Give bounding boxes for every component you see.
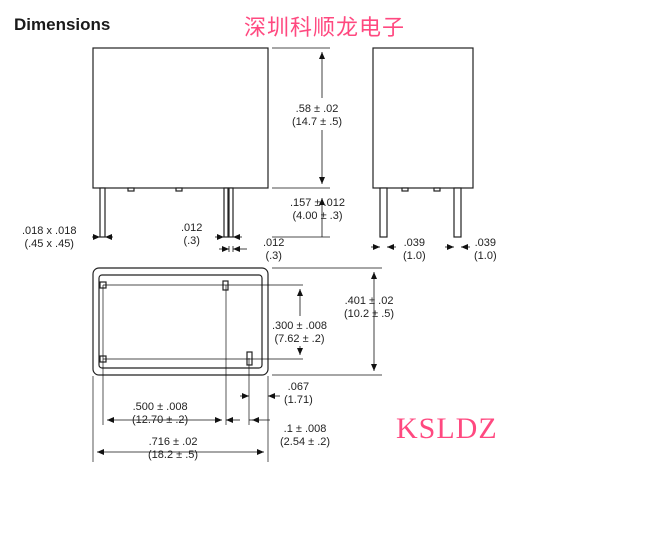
dim-pin-width-a-mm: (.3) (183, 235, 200, 247)
dim-edge-offset: .067 (1.71) (284, 381, 313, 407)
bottom-view-arrows (97, 272, 377, 455)
dim-side-pin-b: .039 (1.0) (474, 237, 497, 263)
dim-depth-in: .401 ± .02 (344, 295, 394, 307)
dim-pin-square: .018 x .018 (.45 x .45) (22, 225, 76, 251)
front-standoff (127, 187, 135, 192)
dim-depth: .401 ± .02 (10.2 ± .5) (344, 295, 394, 321)
bottom-pin-br (246, 351, 253, 366)
dim-pin-square-in: .018 x .018 (22, 225, 77, 237)
dim-pin-gap: .1 ± .008 (2.54 ± .2) (280, 423, 330, 449)
dim-height-in: .58 ± .02 (295, 103, 339, 115)
dim-row-spacing-in: .300 ± .008 (272, 320, 327, 332)
watermark-ksldz: KSLDZ (396, 412, 498, 445)
dim-side-pin-a-in: .039 (403, 237, 426, 249)
dim-pin-gap-mm: (2.54 ± .2) (280, 436, 331, 448)
dim-pin-length-in: .157 ± .012 (290, 197, 345, 209)
watermark-chinese: 深圳科顺龙电子 (244, 16, 406, 41)
dim-pin-width-a: .012 (.3) (181, 222, 202, 248)
pin-width-markers (92, 234, 247, 252)
dim-pin-width-b-mm: (.3) (265, 250, 282, 262)
front-pin-mid-a (223, 187, 229, 238)
side-pin-left (379, 187, 388, 238)
dim-side-pin-a: .039 (1.0) (403, 237, 426, 263)
dim-side-pin-b-in: .039 (474, 237, 497, 249)
bottom-view-lines (92, 267, 382, 462)
dim-side-pin-b-mm: (1.0) (474, 250, 497, 262)
dim-edge-offset-mm: (1.71) (284, 394, 313, 406)
dim-pin-pitch: .500 ± .008 (12.70 ± .2) (132, 401, 188, 427)
front-standoff (175, 187, 183, 192)
side-view (372, 47, 474, 238)
front-pin-mid-b (228, 187, 234, 238)
dim-overall-length-in: .716 ± .02 (148, 436, 198, 448)
dim-pin-pitch-in: .500 ± .008 (132, 401, 188, 413)
front-view (92, 47, 269, 238)
dim-edge-offset-in: .067 (287, 381, 310, 393)
dim-pin-gap-in: .1 ± .008 (283, 423, 327, 435)
bottom-view-inner (98, 274, 263, 369)
side-pin-right (453, 187, 462, 238)
dim-pin-pitch-mm: (12.70 ± .2) (132, 414, 189, 426)
height-dimension (272, 47, 330, 238)
dim-height: .58 ± .02 (14.7 ± .5) (292, 103, 342, 129)
dim-pin-width-a-in: .012 (181, 222, 203, 234)
dim-row-spacing: .300 ± .008 (7.62 ± .2) (272, 320, 327, 346)
dim-pin-width-b-in: .012 (263, 237, 285, 249)
front-pin-left (99, 187, 106, 238)
dim-pin-square-mm: (.45 x .45) (24, 238, 74, 250)
front-view-body (92, 47, 269, 189)
dim-row-spacing-mm: (7.62 ± .2) (274, 333, 325, 345)
dim-pin-length: .157 ± .012 (4.00 ± .3) (290, 197, 345, 223)
bottom-pin-tr (222, 280, 229, 291)
dim-pin-width-b: .012 (.3) (263, 237, 284, 263)
dim-height-mm: (14.7 ± .5) (292, 116, 343, 128)
dim-depth-mm: (10.2 ± .5) (344, 308, 395, 320)
page-title: Dimensions (14, 15, 111, 34)
dim-overall-length-mm: (18.2 ± .5) (148, 449, 199, 461)
dim-side-pin-a-mm: (1.0) (403, 250, 426, 262)
dim-overall-length: .716 ± .02 (18.2 ± .5) (148, 436, 198, 462)
dim-pin-length-mm: (4.00 ± .3) (292, 210, 343, 222)
side-view-body (372, 47, 474, 189)
bottom-view (92, 267, 269, 376)
